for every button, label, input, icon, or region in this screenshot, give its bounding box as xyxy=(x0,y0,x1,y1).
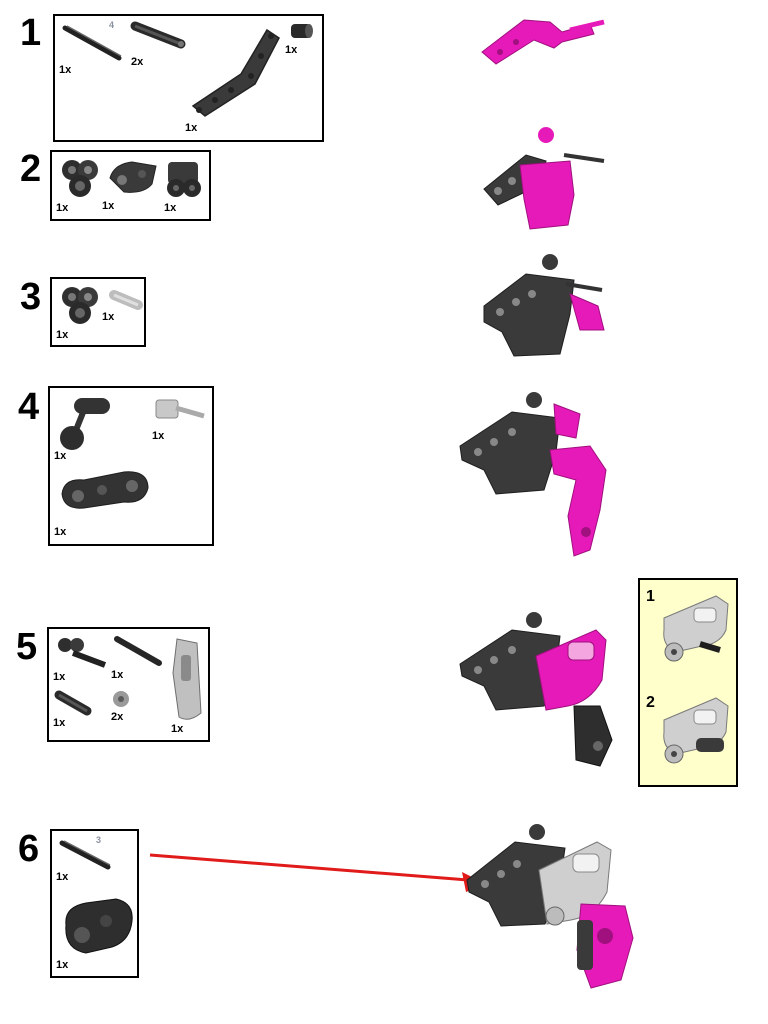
assembly-step-5-illustration xyxy=(459,612,613,767)
part-quantity: 1x xyxy=(54,450,67,462)
part-quantity: 2x xyxy=(111,711,124,723)
axle-length-label: 4 xyxy=(109,20,115,30)
step-number: 2 xyxy=(20,148,42,190)
part-quantity: 1x xyxy=(56,871,69,883)
step-number: 1 xyxy=(20,12,42,54)
assembly-step-3-illustration xyxy=(483,254,605,357)
step-number: 6 xyxy=(18,828,40,870)
sub-assembly-1-icon xyxy=(663,595,729,662)
part-quantity: 1x xyxy=(111,669,124,681)
axle-icon xyxy=(62,25,122,61)
part-quantity: 1x xyxy=(56,202,69,214)
part-quantity: 1x xyxy=(185,122,198,134)
parts-list: 1x 1x xyxy=(50,277,146,347)
double-connector-icon xyxy=(167,162,201,197)
bush-icon xyxy=(113,691,129,707)
sub-assembly-2-icon xyxy=(663,697,729,764)
part-quantity: 1x xyxy=(53,717,66,729)
part-quantity: 1x xyxy=(54,526,67,538)
part-quantity: 2x xyxy=(131,56,144,68)
assembly-step-1-illustration xyxy=(481,19,605,65)
long-pin-icon xyxy=(54,690,92,716)
parts-list: 1x 1x 1x xyxy=(48,386,214,546)
sub-assembly-callout: 1 2 xyxy=(638,578,738,787)
part-quantity: 1x xyxy=(102,311,115,323)
beam-connector-icon xyxy=(109,161,157,193)
cross-connector-icon xyxy=(62,160,98,197)
cross-connector-icon xyxy=(62,287,98,324)
grey-pin-icon xyxy=(109,290,143,310)
part-quantity: 1x xyxy=(152,430,165,442)
link-beam-icon xyxy=(61,471,149,509)
pin-connector-icon xyxy=(155,399,205,419)
assembly-step-6-illustration xyxy=(466,824,634,989)
parts-list: 1x 1x 1x xyxy=(50,150,211,221)
parts-list: 3 1x 1x xyxy=(50,829,139,978)
part-quantity: 1x xyxy=(56,329,69,341)
axle-connector-icon xyxy=(58,638,107,668)
axle-length-label: 3 xyxy=(96,835,102,845)
panel-icon xyxy=(172,638,202,720)
step-number: 3 xyxy=(20,276,42,318)
part-quantity: 1x xyxy=(285,44,298,56)
step-number: 5 xyxy=(16,626,38,668)
axle-pin-icon xyxy=(130,21,186,49)
bush-icon xyxy=(291,24,313,38)
part-quantity: 1x xyxy=(53,671,66,683)
sub-step-number: 2 xyxy=(646,694,655,711)
assembly-step-4-illustration xyxy=(459,392,607,557)
parts-list: 4 1x 2x 1x 1x xyxy=(53,14,324,142)
short-axle-icon xyxy=(114,636,162,666)
step-number: 4 xyxy=(18,386,40,428)
bent-beam-icon xyxy=(191,28,280,117)
part-quantity: 1x xyxy=(164,202,177,214)
axle-icon xyxy=(59,840,111,870)
part-quantity: 1x xyxy=(102,200,115,212)
part-quantity: 1x xyxy=(56,959,69,971)
part-quantity: 1x xyxy=(171,723,184,735)
part-quantity: 1x xyxy=(59,64,72,76)
sub-step-number: 1 xyxy=(646,588,655,605)
assembly-step-2-illustration xyxy=(483,127,605,230)
ball-joint-icon xyxy=(60,398,110,450)
claw-icon xyxy=(65,898,133,954)
parts-list: 1x 1x 1x 1x 2x xyxy=(47,627,210,742)
